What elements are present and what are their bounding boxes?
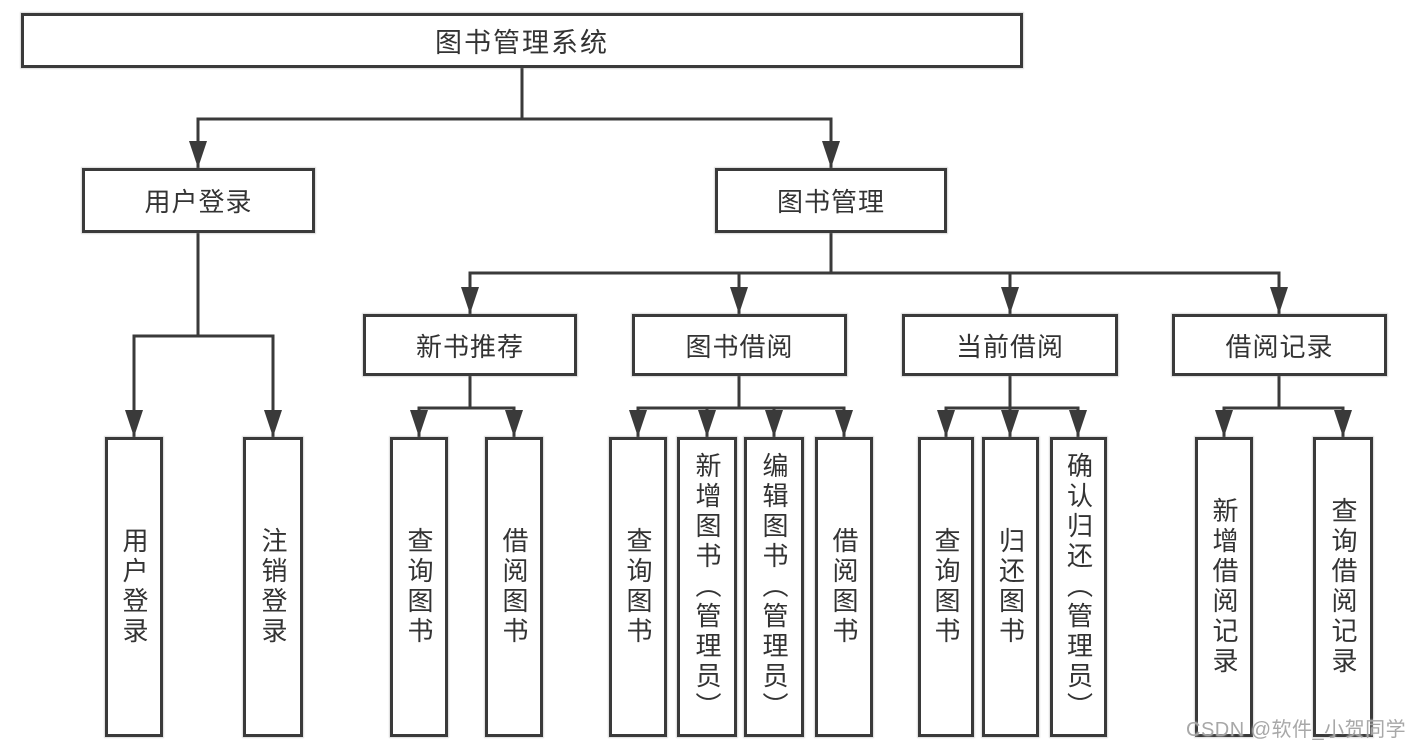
connector-arrowheads xyxy=(125,141,1352,437)
node-label: 图书借阅 xyxy=(685,331,794,362)
node-label: 归还图书 xyxy=(995,527,1026,647)
node-label: 查询借阅记录 xyxy=(1328,497,1358,677)
node-book-management: 图书管理 xyxy=(715,168,947,233)
node-label: 确认归还（管理员） xyxy=(1063,452,1094,722)
node-user-login: 用户登录 xyxy=(82,168,315,233)
node-current-borrow: 当前借阅 xyxy=(902,314,1118,376)
leaf-borrow-books: 借阅图书 xyxy=(815,437,873,737)
leaf-logout: 注销登录 xyxy=(243,437,303,737)
leaf-confirm-return-admin: 确认归还（管理员） xyxy=(1050,437,1107,737)
node-label: 查询图书 xyxy=(623,527,653,647)
node-book-borrow: 图书借阅 xyxy=(632,314,847,376)
node-label: 查询图书 xyxy=(404,527,434,647)
leaf-query-books-recommend: 查询图书 xyxy=(390,437,448,737)
connector-lines xyxy=(132,66,1345,439)
node-label: 新增借阅记录 xyxy=(1209,497,1239,677)
node-label: 图书管理系统 xyxy=(435,28,609,58)
node-label: 当前借阅 xyxy=(955,331,1064,362)
node-label: 新增图书（管理员） xyxy=(692,452,722,722)
node-label: 用户登录 xyxy=(144,187,253,217)
node-label: 注销登录 xyxy=(258,527,288,647)
leaf-borrow-books-recommend: 借阅图书 xyxy=(485,437,543,737)
node-label: 借阅记录 xyxy=(1225,331,1334,362)
node-label: 编辑图书（管理员） xyxy=(759,452,789,722)
leaf-add-book-admin: 新增图书（管理员） xyxy=(677,437,737,737)
leaf-add-borrow-record: 新增借阅记录 xyxy=(1195,437,1253,737)
node-label: 查询图书 xyxy=(931,527,961,647)
leaf-edit-book-admin: 编辑图书（管理员） xyxy=(744,437,804,737)
node-new-book-recommend: 新书推荐 xyxy=(363,314,577,376)
leaf-query-borrow-record: 查询借阅记录 xyxy=(1313,437,1373,737)
node-label: 借阅图书 xyxy=(829,527,859,647)
leaf-query-books-borrow: 查询图书 xyxy=(609,437,667,737)
node-root: 图书管理系统 xyxy=(21,13,1023,68)
node-label: 图书管理 xyxy=(776,187,885,217)
node-label: 新书推荐 xyxy=(415,331,524,362)
watermark-text: CSDN @软件_小贺同学 xyxy=(1186,719,1405,741)
node-borrow-records: 借阅记录 xyxy=(1172,314,1387,376)
leaf-return-book: 归还图书 xyxy=(982,437,1039,737)
node-label: 借阅图书 xyxy=(499,527,529,647)
leaf-query-books-current: 查询图书 xyxy=(918,437,974,737)
leaf-user-login: 用户登录 xyxy=(105,437,163,737)
node-label: 用户登录 xyxy=(119,527,149,647)
